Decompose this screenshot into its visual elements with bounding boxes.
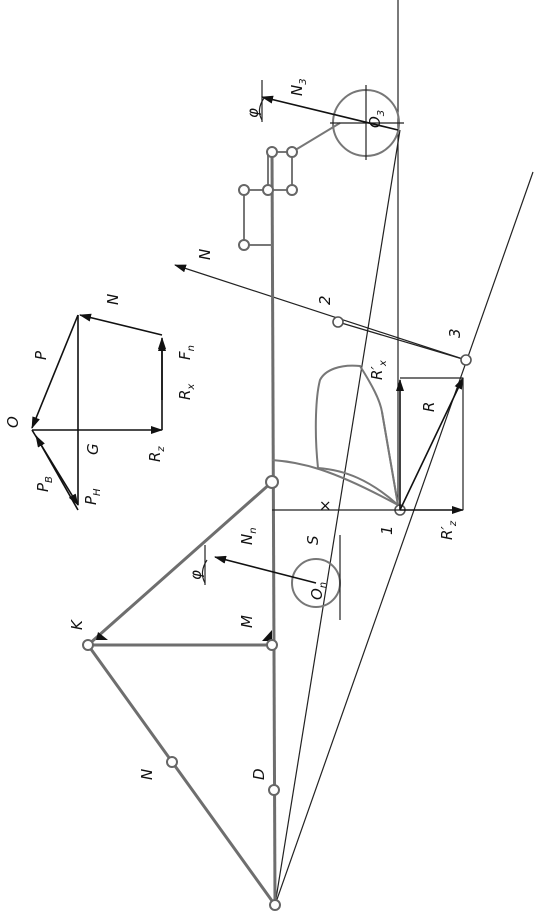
normal-force-line (174, 264, 467, 361)
label-R: R (420, 402, 438, 412)
label-PH: PH (82, 488, 103, 505)
joint-M-mark (262, 630, 272, 641)
label-Fn: Fn (176, 345, 197, 360)
frame-bar (270, 149, 277, 906)
label-On: On (308, 582, 329, 600)
label-Rx-prime: R′x (368, 360, 389, 380)
force-polygon (31, 313, 166, 511)
wheel-O3 (258, 80, 404, 160)
lower-diagonal-line (274, 171, 534, 906)
label-O3: O3 (366, 110, 387, 128)
hinge-points (82, 146, 472, 911)
hinge-upper-3 (262, 184, 274, 196)
hinge-D (268, 784, 280, 796)
label-N3: N3 (288, 78, 309, 96)
hinge-upper-5 (266, 146, 278, 158)
N3-vector (261, 95, 399, 131)
label-Nn: Nn (238, 527, 259, 545)
label-G: G (84, 443, 102, 455)
hinge-upper-6 (286, 146, 298, 158)
bucket-inner (381, 411, 399, 506)
hinge-upper-1 (238, 239, 250, 251)
label-point-3: 3 (446, 328, 464, 338)
mechanism-frame (86, 122, 399, 906)
point-2-marker (332, 316, 344, 328)
label-K: K (68, 619, 86, 630)
joint-K-mark (96, 632, 108, 640)
labels: O P N PB PH G Rz Rx Fn N O3 N3 φ 2 3 1 R… (4, 78, 464, 780)
label-point-1: 1 (378, 525, 396, 535)
hinge-upper-2 (238, 184, 250, 196)
hinge-K (82, 639, 94, 651)
label-Rx: Rx (176, 384, 197, 400)
wheel-On (201, 535, 341, 620)
hinge-M (266, 639, 278, 651)
label-O: O (4, 416, 22, 428)
hinge-bottom (269, 899, 281, 911)
label-phi-top: φ (244, 108, 262, 118)
reaction-forces (272, 377, 464, 514)
phi-top-arc (258, 97, 265, 121)
N-poly-vector (79, 313, 163, 336)
hinge-N-side (166, 756, 178, 768)
Nn-vector (214, 555, 317, 584)
label-point-2: 2 (316, 295, 334, 305)
R-vector (399, 377, 464, 511)
label-M: M (238, 615, 256, 628)
hinge-main (265, 475, 279, 489)
construction-lines (174, 0, 534, 906)
label-D: D (250, 768, 268, 780)
cross-mark: × (316, 499, 334, 512)
label-Rz: Rz (146, 446, 167, 462)
label-S: S (304, 535, 322, 545)
point-3-marker (460, 354, 472, 366)
label-N-side: N (138, 769, 156, 780)
label-P: P (32, 350, 50, 360)
label-Rz-prime: R′z (438, 520, 459, 540)
link-K-hinge (87, 480, 273, 647)
label-phi-bottom: φ (187, 570, 205, 580)
phi-bottom-arc (201, 559, 208, 584)
body-outline (271, 459, 399, 506)
label-N-top: N (196, 249, 214, 260)
bucket-outline (314, 364, 399, 506)
P-vector (31, 314, 79, 429)
label-PB: PB (34, 476, 55, 492)
hinge-upper-4 (286, 184, 298, 196)
rod-to-wheel (291, 122, 341, 153)
PH-vector (31, 429, 79, 506)
upper-diagonal-line (274, 129, 401, 906)
upper-linkage (243, 151, 293, 246)
label-N-poly: N (104, 294, 122, 305)
link-lower (86, 644, 277, 906)
